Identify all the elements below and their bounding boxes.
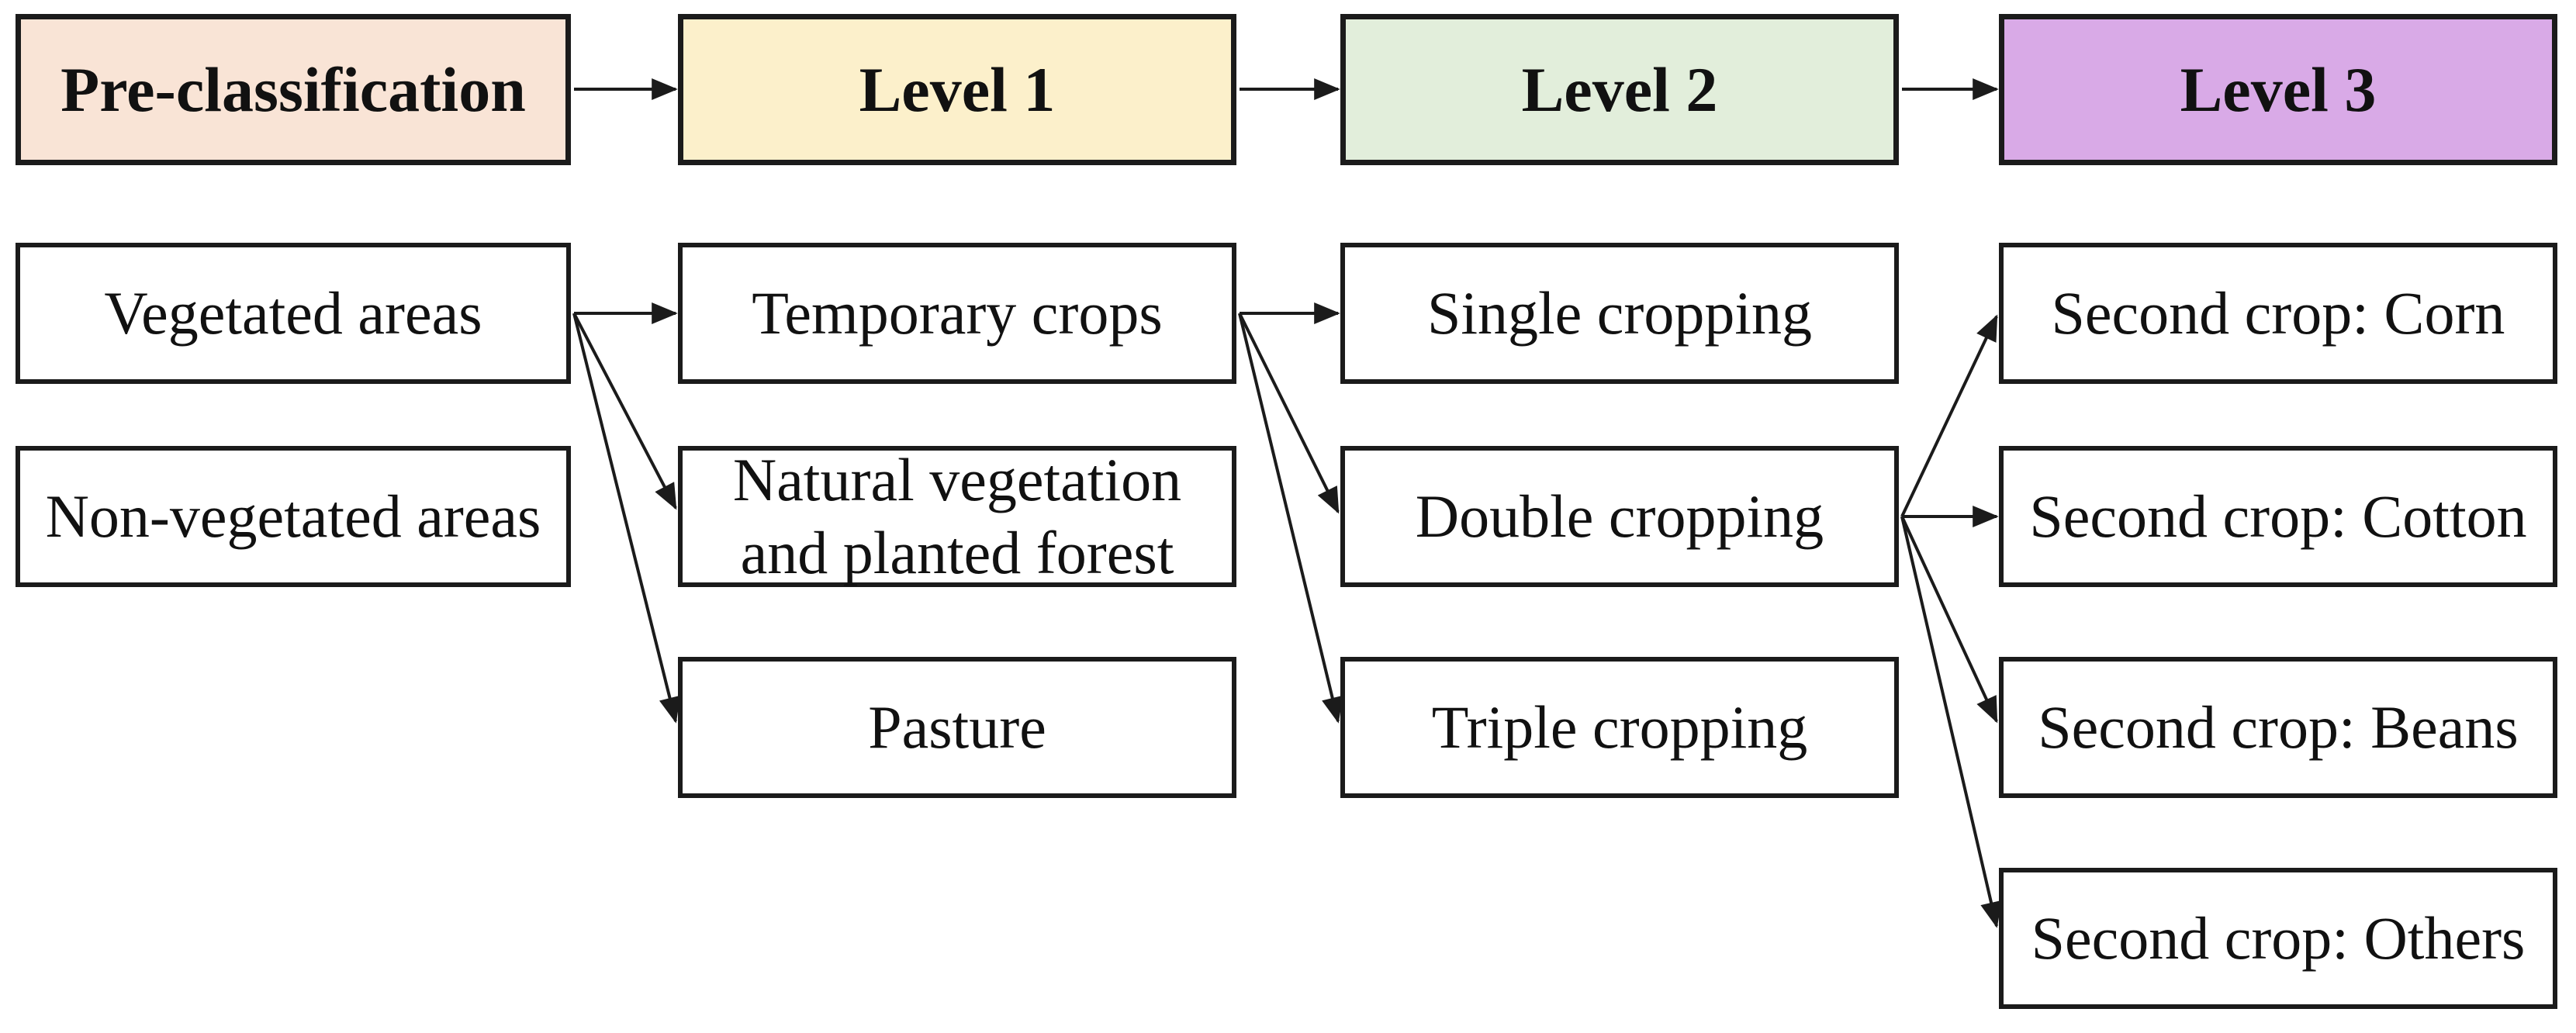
header-level-3: Level 3: [1999, 14, 2557, 165]
node-double-cropping: Double cropping: [1340, 446, 1899, 587]
node-second-crop-others: Second crop: Others: [1999, 868, 2557, 1009]
node-triple-cropping-label: Triple cropping: [1431, 693, 1808, 762]
node-triple-cropping: Triple cropping: [1340, 657, 1899, 798]
node-pasture: Pasture: [678, 657, 1236, 798]
header-pre-classification: Pre-classification: [16, 14, 571, 165]
node-single-cropping: Single cropping: [1340, 243, 1899, 384]
header-level-1: Level 1: [678, 14, 1236, 165]
arrow-temporary-to-triple-cropping: [1238, 313, 1343, 724]
node-natural-vegetation-label: Natural vegetation and planted forest: [732, 446, 1182, 586]
node-temporary-crops: Temporary crops: [678, 243, 1236, 384]
node-second-crop-beans: Second crop: Beans: [1999, 657, 2557, 798]
node-pasture-label: Pasture: [868, 693, 1046, 762]
header-level-3-label: Level 3: [2180, 54, 2377, 125]
node-double-cropping-label: Double cropping: [1415, 482, 1824, 551]
header-level-2: Level 2: [1340, 14, 1899, 165]
header-level-1-label: Level 1: [859, 54, 1056, 125]
node-single-cropping-label: Single cropping: [1426, 279, 1813, 347]
arrow-vegetated-to-pasture: [572, 313, 681, 724]
node-natural-vegetation: Natural vegetation and planted forest: [678, 446, 1236, 587]
arrow-vegetated-to-natural-vegetation: [572, 313, 677, 510]
node-second-crop-others-label: Second crop: Others: [2031, 904, 2526, 973]
node-second-crop-corn-label: Second crop: Corn: [2051, 279, 2505, 347]
node-second-crop-cotton-label: Second crop: Cotton: [2029, 482, 2527, 551]
node-vegetated-areas-label: Vegetated areas: [104, 279, 482, 347]
node-second-crop-cotton: Second crop: Cotton: [1999, 446, 2557, 587]
arrow-double-to-others: [1900, 516, 2002, 928]
arrow-double-to-corn: [1900, 314, 1998, 517]
arrow-temporary-to-double-cropping: [1238, 313, 1340, 514]
node-non-vegetated-areas: Non-vegetated areas: [16, 446, 571, 587]
node-second-crop-beans-label: Second crop: Beans: [2038, 693, 2519, 762]
node-temporary-crops-label: Temporary crops: [752, 279, 1163, 347]
header-level-2-label: Level 2: [1521, 54, 1718, 125]
node-non-vegetated-areas-label: Non-vegetated areas: [45, 482, 541, 551]
arrow-double-to-beans: [1900, 516, 1998, 724]
header-pre-classification-label: Pre-classification: [61, 54, 526, 125]
node-second-crop-corn: Second crop: Corn: [1999, 243, 2557, 384]
node-vegetated-areas: Vegetated areas: [16, 243, 571, 384]
